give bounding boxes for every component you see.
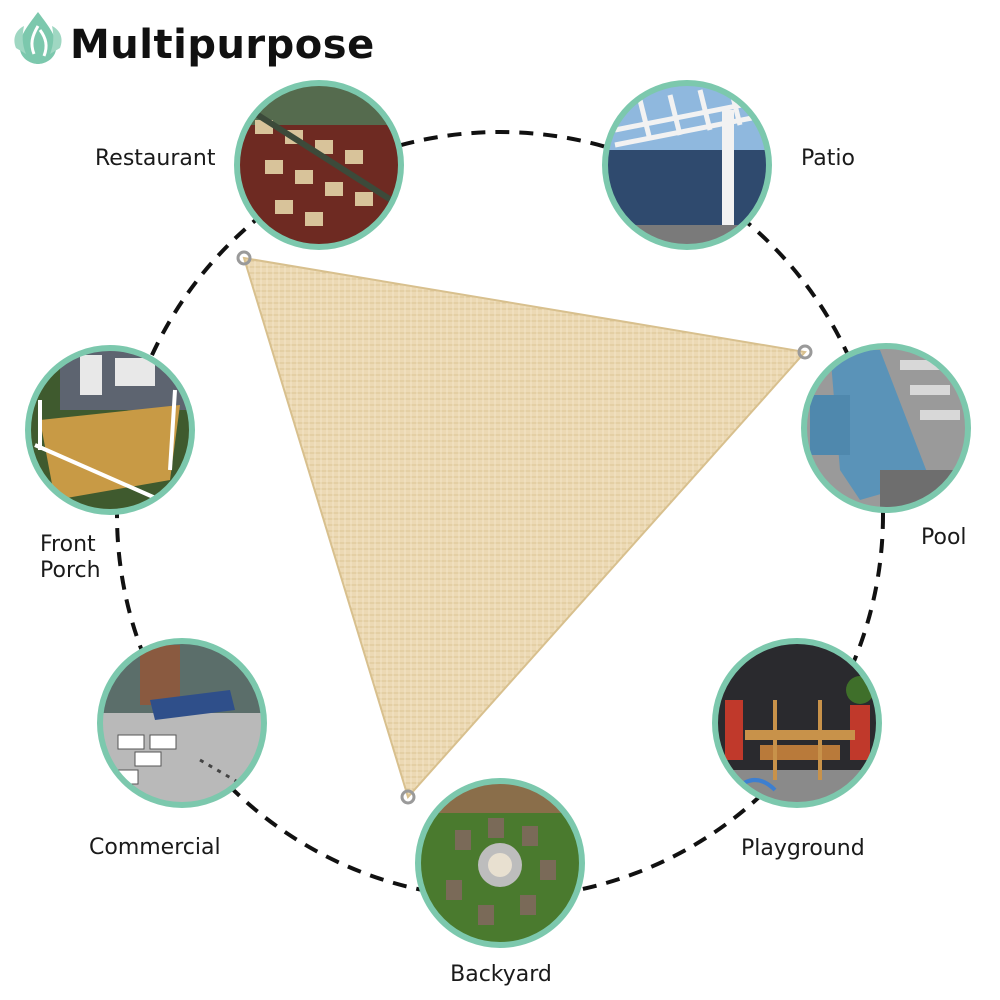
sail-ring-right bbox=[797, 344, 813, 360]
label-playground: Playground bbox=[741, 836, 865, 861]
label-pool: Pool bbox=[921, 525, 967, 550]
sail-ring-bottom bbox=[400, 789, 416, 805]
label-backyard: Backyard bbox=[450, 962, 552, 987]
shade-sail-triangle bbox=[236, 250, 813, 805]
sail-ring-top-left bbox=[236, 250, 252, 266]
front-porch-photo bbox=[25, 345, 195, 515]
label-patio: Patio bbox=[801, 146, 855, 171]
leaf-drop-icon bbox=[14, 12, 62, 64]
label-front-porch: Front Porch bbox=[40, 532, 101, 584]
playground-photo bbox=[712, 638, 882, 808]
label-front-porch-line2: Porch bbox=[40, 558, 101, 583]
patio-photo bbox=[602, 80, 772, 250]
label-commercial: Commercial bbox=[89, 835, 221, 860]
backyard-photo bbox=[415, 778, 585, 948]
pool-photo bbox=[801, 343, 971, 513]
label-front-porch-line1: Front bbox=[40, 532, 96, 557]
restaurant-photo bbox=[234, 80, 404, 250]
page-title: Multipurpose bbox=[70, 22, 375, 68]
commercial-photo bbox=[97, 638, 267, 808]
label-restaurant: Restaurant bbox=[95, 146, 216, 171]
